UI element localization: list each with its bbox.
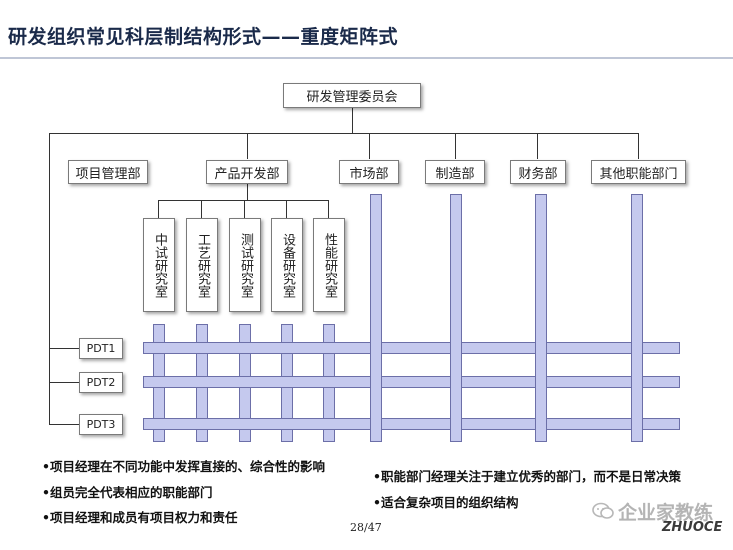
connector (49, 133, 50, 425)
connector (49, 133, 639, 134)
bullet-left-2: •组员完全代表相应的职能部门 (42, 485, 213, 500)
connector (286, 200, 287, 218)
title-divider (0, 57, 733, 59)
connector (49, 382, 79, 383)
pdt-box-3: PDT3 (79, 414, 123, 435)
lab-process: 工艺研究室 (186, 218, 218, 312)
pdt-bar (143, 342, 680, 354)
connector (455, 133, 456, 159)
connector (537, 133, 538, 159)
dept-member-bar (370, 194, 382, 442)
pdt-box-1: PDT1 (79, 338, 123, 359)
connector (158, 200, 159, 218)
committee-box: 研发管理委员会 (283, 83, 421, 108)
connector (158, 200, 329, 201)
bullet-right-1: •职能部门经理关注于建立优秀的部门，而不是日常决策 (373, 469, 681, 484)
lab-equipment: 设备研究室 (271, 218, 303, 312)
chat-bubble-icon (592, 502, 614, 519)
dept-manufacturing: 制造部 (425, 160, 485, 184)
bullet-left-3: •项目经理和成员有项目权力和责任 (42, 510, 238, 525)
watermark: 企业家教练 (618, 502, 714, 524)
connector (247, 184, 248, 200)
brand-logo: ZHUOCE (662, 520, 723, 535)
connector (244, 200, 245, 218)
dept-finance: 财务部 (510, 160, 566, 184)
dept-marketing: 市场部 (339, 160, 399, 184)
bullet-left-1: •项目经理在不同功能中发挥直接的、综合性的影响 (42, 459, 325, 474)
connector (352, 107, 353, 133)
dept-project-management: 项目管理部 (68, 160, 148, 184)
lab-pilot: 中试研究室 (143, 218, 175, 312)
connector (369, 133, 370, 159)
connector (638, 133, 639, 159)
page-number: 28/47 (350, 521, 382, 534)
bullet-right-2: •适合复杂项目的组织结构 (373, 495, 519, 510)
connector (201, 200, 202, 218)
pdt-bar (143, 418, 680, 430)
connector (49, 348, 79, 349)
dept-product-development: 产品开发部 (206, 160, 288, 184)
pdt-bar (143, 376, 680, 388)
dept-other-functions: 其他职能部门 (591, 160, 686, 184)
page-title: 研发组织常见科层制结构形式——重度矩阵式 (8, 26, 399, 48)
dept-member-bar (631, 194, 643, 442)
pdt-box-2: PDT2 (79, 372, 123, 393)
connector (247, 133, 248, 159)
connector (328, 200, 329, 218)
dept-member-bar (535, 194, 547, 442)
lab-performance: 性能研究室 (313, 218, 345, 312)
dept-member-bar (450, 194, 462, 442)
lab-testing: 测试研究室 (229, 218, 261, 312)
connector (49, 424, 79, 425)
